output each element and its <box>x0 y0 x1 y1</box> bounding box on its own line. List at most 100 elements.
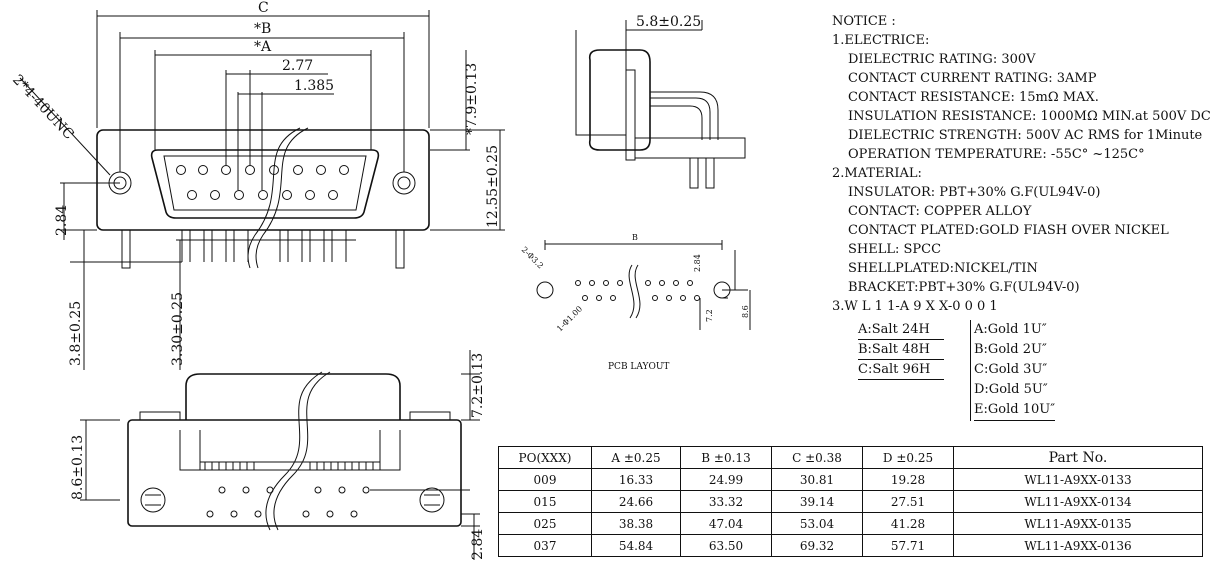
cell: 015 <box>498 490 592 513</box>
bottom-mount-hole-left <box>140 487 166 513</box>
dim-A: *A <box>254 39 272 55</box>
electric-header: 1.ELECTRICE: <box>832 33 930 48</box>
pcb-layout-title: PCB LAYOUT <box>608 362 670 372</box>
dim-3-8: 3.8±0.25 <box>68 301 84 366</box>
dim-thread: 2*4-40UNC <box>9 72 77 143</box>
cell: 54.84 <box>591 534 681 557</box>
dim-7-2: 7.2±0.13 <box>470 353 486 418</box>
pcb-mount-hole-left <box>536 281 554 299</box>
cell: 037 <box>498 534 592 557</box>
material-item: INSULATOR: PBT+30% G.F(UL94V-0) <box>848 185 1101 200</box>
col-header: C ±0.38 <box>771 446 863 469</box>
col-header: A ±0.25 <box>591 446 681 469</box>
cell: 19.28 <box>862 468 954 491</box>
salt-option: C:Salt 96H <box>858 360 944 380</box>
cell: WL11-A9XX-0135 <box>953 512 1203 535</box>
dim-2-77: 2.77 <box>282 58 313 74</box>
front-mount-hole-right <box>392 171 416 195</box>
pcb-dim-2-84: 2.84 <box>693 254 702 272</box>
dim-8-6: 8.6±0.13 <box>70 435 86 500</box>
pcb-layout: B 2.84 7.2 8.6 2-Φ3.2 1-Φ1.00 <box>520 233 751 333</box>
table-row: 025 38.38 47.04 53.04 41.28 WL11-A9XX-01… <box>498 512 1203 535</box>
front-flange <box>96 129 430 231</box>
table-row: 015 24.66 33.32 39.14 27.51 WL11-A9XX-01… <box>498 490 1203 513</box>
cell: 57.71 <box>862 534 954 557</box>
cell: 33.32 <box>680 490 772 513</box>
dim-3-30: 3.30±0.25 <box>170 292 186 366</box>
pcb-dim-hole-3-2: 2-Φ3.2 <box>520 245 546 271</box>
material-item: SHELLPLATED:NICKEL/TIN <box>848 261 1038 276</box>
col-header: B ±0.13 <box>680 446 772 469</box>
gold-option: B:Gold 2U″ <box>974 342 1047 357</box>
bottom-pin-grid <box>206 486 370 518</box>
front-pin-row-bottom <box>187 190 338 200</box>
material-item: CONTACT: COPPER ALLOY <box>848 204 1032 219</box>
pcb-dim-8-6: 8.6 <box>741 305 750 318</box>
side-view: 5.8±0.25 <box>575 14 746 189</box>
dim-B: *B <box>254 21 271 37</box>
electric-item: OPERATION TEMPERATURE: -55C° ~125C° <box>848 147 1145 162</box>
cell: 24.66 <box>591 490 681 513</box>
dim-1-385: 1.385 <box>294 78 334 94</box>
notice-block: NOTICE : 1.ELECTRICE: DIELECTRIC RATING:… <box>832 12 1224 316</box>
salt-options: A:Salt 24H B:Salt 48H C:Salt 96H <box>858 320 944 380</box>
cell: 38.38 <box>591 512 681 535</box>
front-shell <box>150 149 380 219</box>
cell: 16.33 <box>591 468 681 491</box>
dim-7-9: *7.9±0.13 <box>464 63 480 135</box>
dim-2-84-front: 2.84 <box>54 205 70 236</box>
col-header: PO(XXX) <box>498 446 592 469</box>
dimension-table: PO(XXX) A ±0.25 B ±0.13 C ±0.38 D ±0.25 … <box>498 446 1203 557</box>
dim-12-55: 12.55±0.25 <box>485 145 501 228</box>
bottom-mount-hole-right <box>419 487 445 513</box>
col-header: D ±0.25 <box>862 446 954 469</box>
salt-option: B:Salt 48H <box>858 340 944 360</box>
cell: 63.50 <box>680 534 772 557</box>
material-item: BRACKET:PBT+30% G.F(UL94V-0) <box>848 280 1080 295</box>
cell: 24.99 <box>680 468 772 491</box>
material-item: CONTACT PLATED:GOLD FIASH OVER NICKEL <box>848 223 1169 238</box>
gold-option: E:Gold 10U″ <box>974 400 1056 421</box>
pcb-dim-hole-1: 1-Φ1.00 <box>555 304 584 333</box>
part-code: 3.W L 1 1-A 9 X X-0 0 0 1 <box>832 299 998 314</box>
cell: 47.04 <box>680 512 772 535</box>
pcb-dim-7-2: 7.2 <box>705 309 714 322</box>
bottom-view: 7.2±0.13 8.6±0.13 2.84 <box>70 350 486 560</box>
front-legs <box>121 230 405 269</box>
cell: 27.51 <box>862 490 954 513</box>
gold-option: C:Gold 3U″ <box>974 362 1048 377</box>
col-header: Part No. <box>953 446 1203 469</box>
cell: WL11-A9XX-0136 <box>953 534 1203 557</box>
electric-item: CONTACT RESISTANCE: 15mΩ MAX. <box>848 90 1099 105</box>
dim-C: C <box>258 0 269 16</box>
material-item: SHELL: SPCC <box>848 242 942 257</box>
electric-item: CONTACT CURRENT RATING: 3AMP <box>848 71 1097 86</box>
cell: 39.14 <box>771 490 863 513</box>
electric-item: INSULATION RESISTANCE: 1000MΩ MIN.at 500… <box>848 109 1211 124</box>
electric-item: DIELECTRIC RATING: 300V <box>848 52 1036 67</box>
cell: 009 <box>498 468 592 491</box>
dim-2-84-bottom: 2.84 <box>470 529 486 560</box>
electric-item: DIELECTRIC STRENGTH: 500V AC RMS for 1Mi… <box>848 128 1203 143</box>
front-view: C *B *A 2.77 1.385 2*4-40UNC *7.9±0.13 1… <box>9 0 505 370</box>
table-header-row: PO(XXX) A ±0.25 B ±0.13 C ±0.38 D ±0.25 … <box>498 446 1203 469</box>
gold-option: A:Gold 1U″ <box>974 322 1047 337</box>
notice-title: NOTICE : <box>832 14 896 29</box>
cell: 53.04 <box>771 512 863 535</box>
salt-option: A:Salt 24H <box>858 320 944 340</box>
gold-option: D:Gold 5U″ <box>974 382 1048 397</box>
cell: 69.32 <box>771 534 863 557</box>
dim-5-8: 5.8±0.25 <box>636 14 701 30</box>
bottom-flange <box>127 419 462 527</box>
table-row: 009 16.33 24.99 30.81 19.28 WL11-A9XX-01… <box>498 468 1203 491</box>
cell: 30.81 <box>771 468 863 491</box>
cell: 025 <box>498 512 592 535</box>
material-header: 2.MATERIAL: <box>832 166 922 181</box>
gold-options: A:Gold 1U″ B:Gold 2U″ C:Gold 3U″ D:Gold … <box>970 320 1056 421</box>
cell: 41.28 <box>862 512 954 535</box>
cell: WL11-A9XX-0133 <box>953 468 1203 491</box>
table-row: 037 54.84 63.50 69.32 57.71 WL11-A9XX-01… <box>498 534 1203 557</box>
front-pin-row-top <box>176 165 349 175</box>
cell: WL11-A9XX-0134 <box>953 490 1203 513</box>
